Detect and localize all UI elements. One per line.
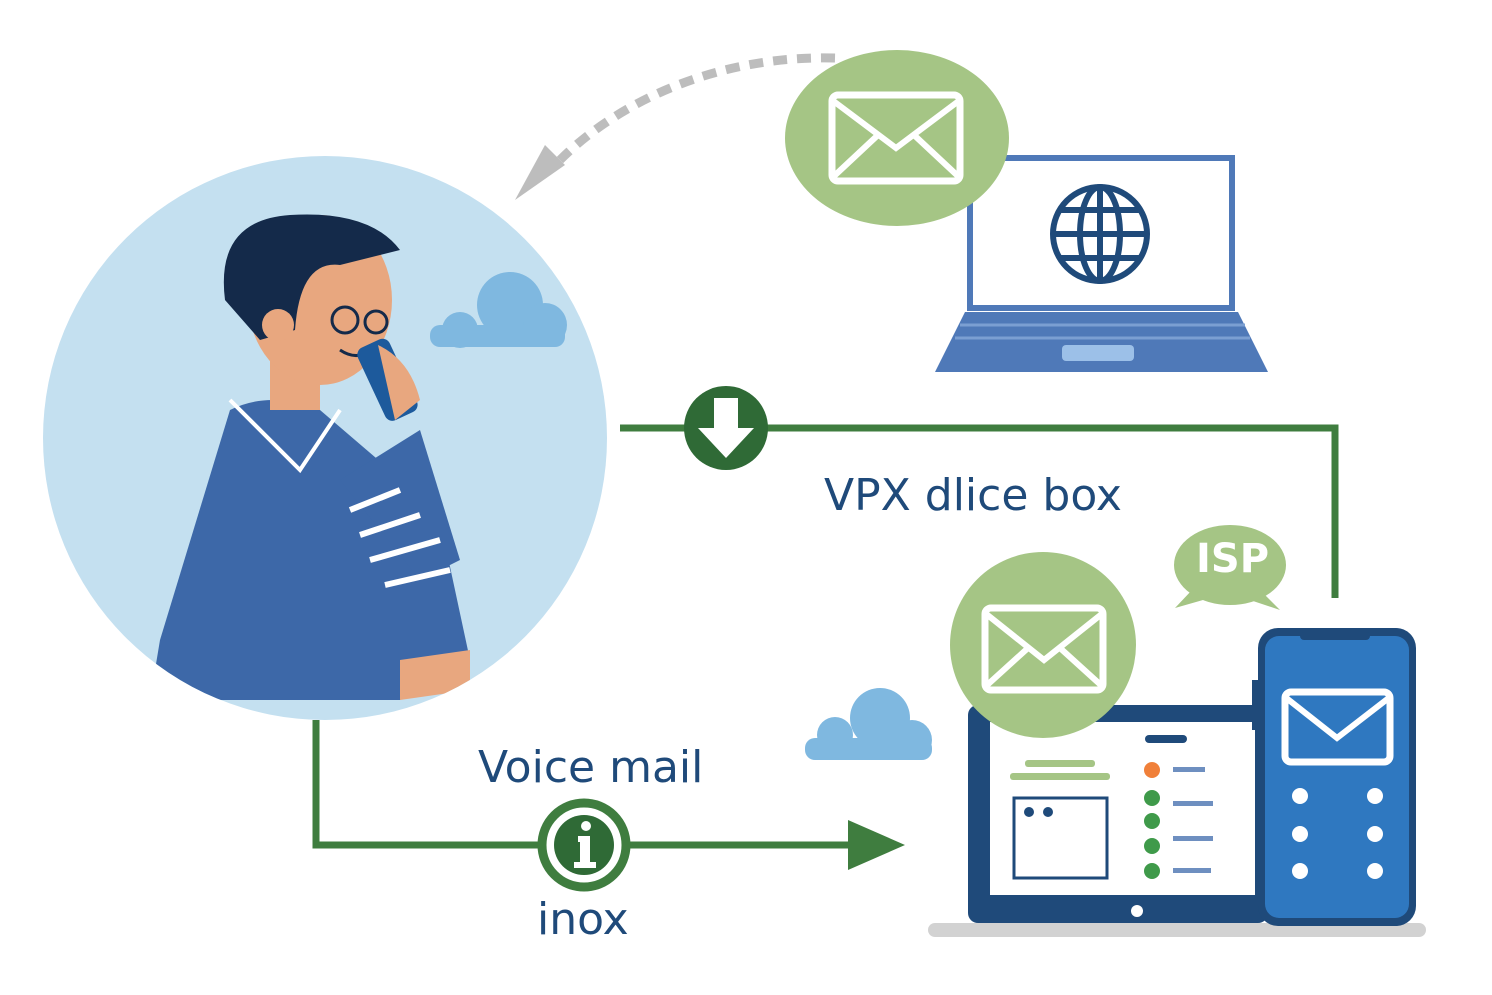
cloud-icon: [805, 688, 932, 760]
inbox-label: inox: [537, 894, 629, 945]
info-icon: [537, 798, 631, 892]
download-arrow-icon: [684, 386, 768, 470]
smartphone-icon: [1252, 628, 1416, 926]
person-on-phone-illustration: [43, 156, 607, 720]
cloud-icon: [430, 272, 567, 348]
globe-icon: [1050, 184, 1150, 284]
voice-mail-label: Voice mail: [478, 742, 704, 793]
top-connector-line: [620, 424, 1339, 598]
tablet-icon: [928, 705, 1426, 937]
email-bubble-icon: [785, 50, 1009, 226]
isp-label: ISP: [1196, 536, 1270, 582]
dashed-return-arrow: [515, 53, 836, 200]
email-bubble-icon: [950, 552, 1136, 738]
bottom-connector-line: [312, 720, 905, 870]
top-connector-label: VPX dlice box: [824, 470, 1122, 521]
isp-speech-bubble: [1174, 525, 1286, 610]
